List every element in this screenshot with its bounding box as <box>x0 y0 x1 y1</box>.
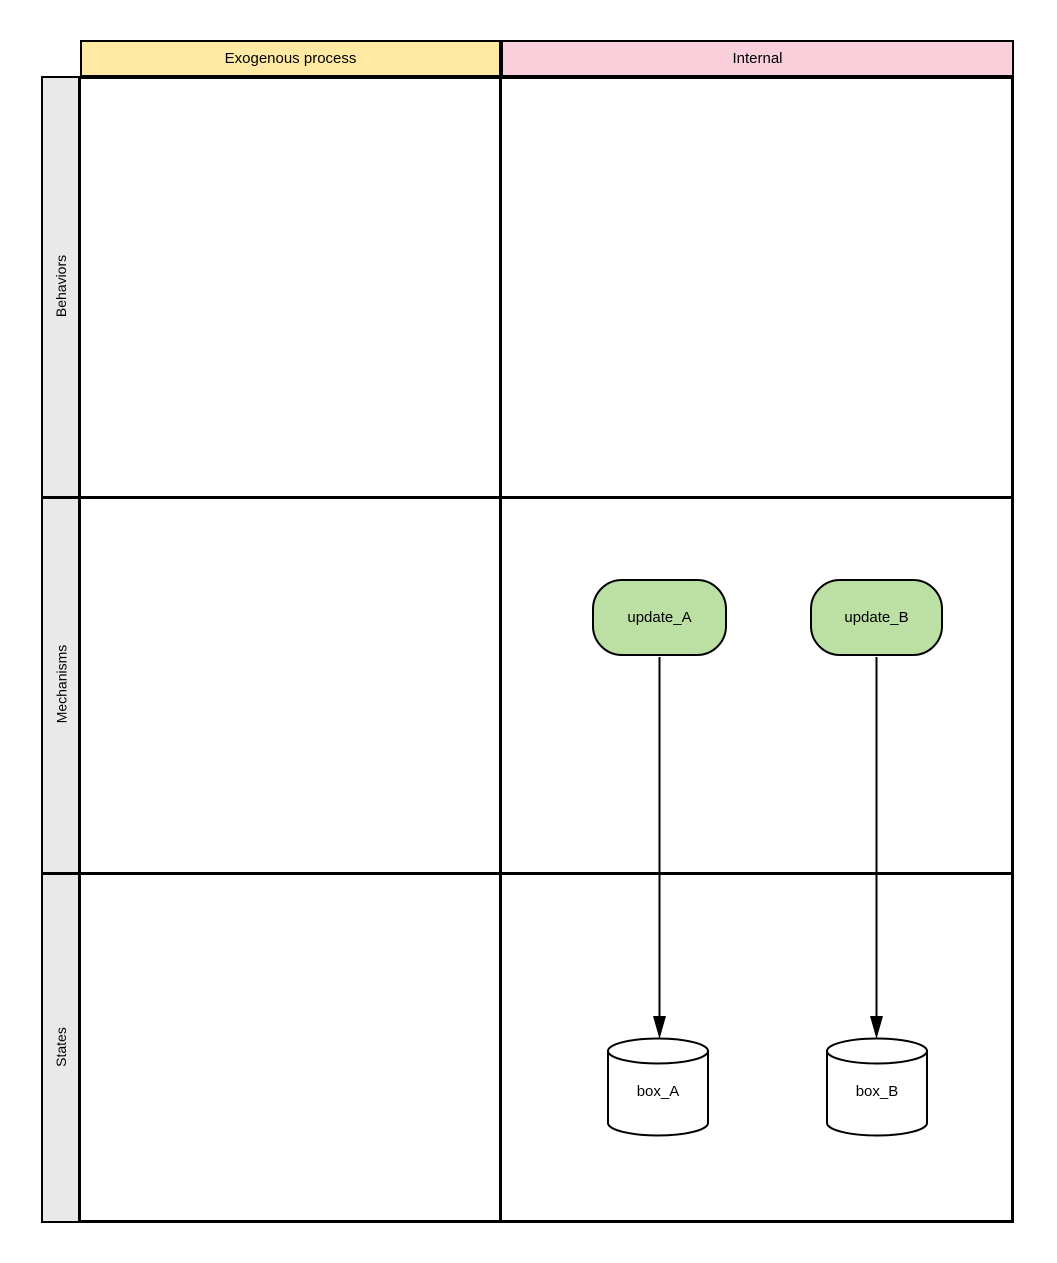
matrix-grid-frame <box>78 76 1014 1223</box>
arrowhead-down-icon <box>870 1016 883 1039</box>
row-divider-mechanisms-states <box>41 872 1014 875</box>
cylinder-node-box-b[interactable] <box>826 1037 928 1137</box>
column-divider-line <box>499 76 502 1223</box>
row-divider-behaviors-mechanisms <box>41 496 1014 499</box>
cylinder-node-box-b-label: box_B <box>855 1083 899 1100</box>
connector-update-a-to-box-a[interactable] <box>653 657 666 1039</box>
process-node-update-b-label: update_B <box>844 609 909 626</box>
process-node-update-b[interactable]: update_B <box>810 579 943 656</box>
column-header-exogenous-process: Exogenous process <box>80 40 501 77</box>
column-header-internal-label: Internal <box>732 50 783 67</box>
cylinder-node-box-a[interactable] <box>607 1037 709 1137</box>
process-node-update-a-label: update_A <box>627 609 692 626</box>
row-label-column <box>41 76 81 1223</box>
cylinder-node-box-a-label: box_A <box>636 1083 680 1100</box>
connector-update-b-to-box-b[interactable] <box>870 657 883 1039</box>
arrowhead-down-icon <box>653 1016 666 1039</box>
process-node-update-a[interactable]: update_A <box>592 579 727 656</box>
column-header-exogenous-process-label: Exogenous process <box>224 50 357 67</box>
